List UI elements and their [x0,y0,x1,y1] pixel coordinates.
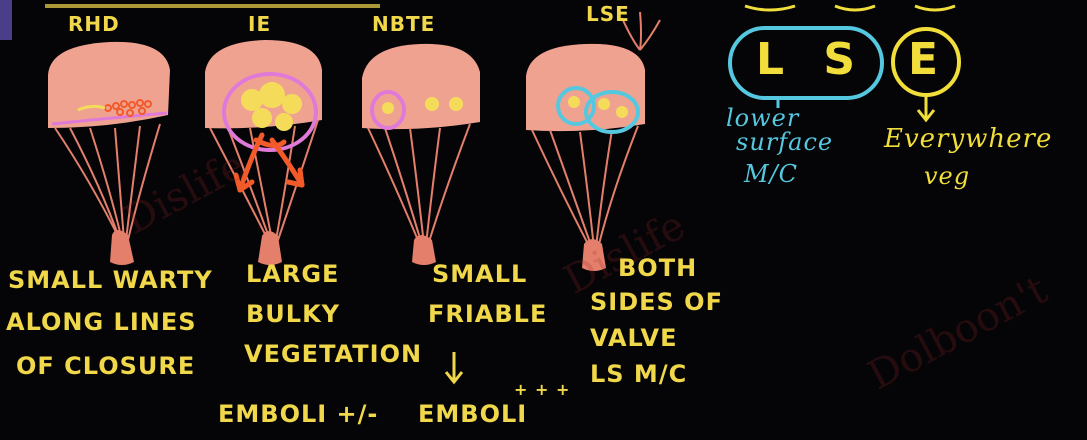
ie-desc-line-1: LARGE [246,262,339,287]
ie-label: IE [248,12,271,36]
mnemonic-ls-letters: L S [756,34,867,85]
lower-note-line-2: surface [736,128,833,156]
lse-papillary-muscle [582,239,606,271]
nbte-chordae [368,124,470,245]
lse-valve [526,12,660,271]
rhd-papillary-muscle [110,230,134,265]
lse-desc-line-4: LS M/C [590,362,687,387]
rhd-desc-line-2: ALONG LINES [6,310,197,335]
mnemonic-partial-top [745,6,955,10]
lse-desc-line-3: VALVE [590,326,677,351]
rhd-chordae [55,124,160,240]
nbte-emboli: EMBOLI [418,402,527,427]
ie-desc-line-2: BULKY [246,302,340,327]
mnemonic-e-letter: E [908,34,939,85]
nbte-desc-line-2: FRIABLE [428,302,547,327]
ie-valve [205,40,322,265]
rhd-desc-line-3: OF CLOSURE [16,354,195,379]
ie-desc-line-3: VEGETATION [244,342,422,367]
rhd-valve [48,42,170,265]
everywhere-note-line-1: Everywhere [884,124,1052,154]
everywhere-arrow [918,96,934,120]
everywhere-note-line-2: veg [924,162,970,190]
nbte-label: NBTE [372,12,435,36]
nbte-leaflet [362,44,480,129]
nbte-valve [362,44,480,265]
lse-label: LSE [586,2,630,26]
nbte-down-arrow [446,352,462,382]
rhd-desc-line-1: SMALL WARTY [8,268,213,293]
nbte-plus-signs: + + + [514,382,570,399]
lse-desc-line-1: BOTH [618,256,697,281]
ie-emboli: EMBOLI +/- [218,402,378,427]
lse-desc-line-2: SIDES OF [590,290,723,315]
rhd-label: RHD [68,12,120,36]
lower-note-line-3: M/C [744,160,798,188]
nbte-desc-line-1: SMALL [432,262,527,287]
corner-artifact [0,0,12,40]
